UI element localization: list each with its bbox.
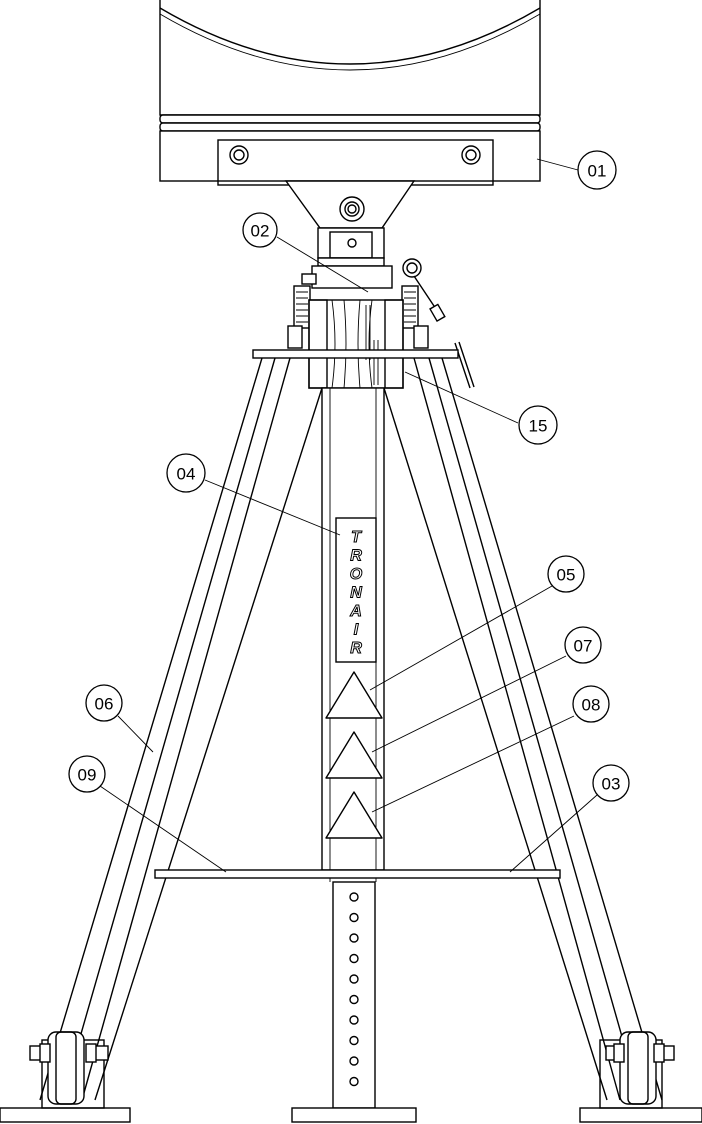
adjustment-hole <box>349 1015 359 1025</box>
callout-15-label: 15 <box>529 417 548 436</box>
adjustment-hole <box>349 933 359 943</box>
callout-04-label: 04 <box>177 465 196 484</box>
right-leg <box>383 357 663 1101</box>
logo-letter: O <box>350 566 363 583</box>
logo-letter: A <box>349 603 362 620</box>
bolt-center <box>339 196 365 222</box>
callout-05-label: 05 <box>557 566 576 585</box>
logo-letter: T <box>351 529 362 546</box>
callout-02: 02 <box>242 212 278 248</box>
adjustment-hole <box>349 1076 359 1087</box>
bolt-left <box>229 145 249 165</box>
adjustment-hole <box>349 953 359 964</box>
logo-letter: R <box>350 548 362 565</box>
callout-15: 15 <box>518 405 558 445</box>
callout-07-label: 07 <box>574 637 593 656</box>
locking-head <box>287 257 475 389</box>
tronair-decal <box>335 517 377 663</box>
callout-01-label: 01 <box>588 162 607 181</box>
callout-08-label: 08 <box>582 696 601 715</box>
cradle-assembly <box>159 0 541 259</box>
warning-triangle-05 <box>325 671 383 719</box>
left-caster <box>0 1031 131 1123</box>
callout-01: 01 <box>577 150 617 190</box>
callout-09: 09 <box>68 755 106 793</box>
callout-06: 06 <box>85 684 123 722</box>
callout-06-label: 06 <box>95 695 114 714</box>
adjustment-hole <box>349 994 359 1005</box>
bolt-right <box>461 145 481 165</box>
logo-letter: I <box>354 622 359 639</box>
adjustment-hole <box>349 912 359 923</box>
left-leg <box>39 357 323 1101</box>
callout-03-label: 03 <box>602 775 621 794</box>
center-foot <box>291 1107 417 1123</box>
warning-triangle-07 <box>325 731 383 779</box>
logo-letter: R <box>350 640 362 657</box>
callout-04: 04 <box>166 453 206 493</box>
callout-05: 05 <box>547 555 585 593</box>
warning-triangle-08 <box>325 791 383 839</box>
leader-lines <box>99 158 598 873</box>
inner-tube <box>332 881 376 1109</box>
callout-08: 08 <box>572 685 610 723</box>
callout-03: 03 <box>592 764 630 802</box>
top-plate <box>252 349 459 359</box>
right-caster <box>579 1031 702 1123</box>
callout-09-label: 09 <box>78 766 97 785</box>
adjustment-hole <box>349 892 359 902</box>
leg-brace-plate <box>154 869 561 879</box>
logo-letter: N <box>350 585 362 602</box>
adjustment-hole <box>349 1035 359 1046</box>
callout-02-label: 02 <box>251 222 270 241</box>
callout-07: 07 <box>564 626 602 664</box>
adjustment-hole <box>349 974 359 984</box>
adjustment-hole <box>349 1056 359 1066</box>
